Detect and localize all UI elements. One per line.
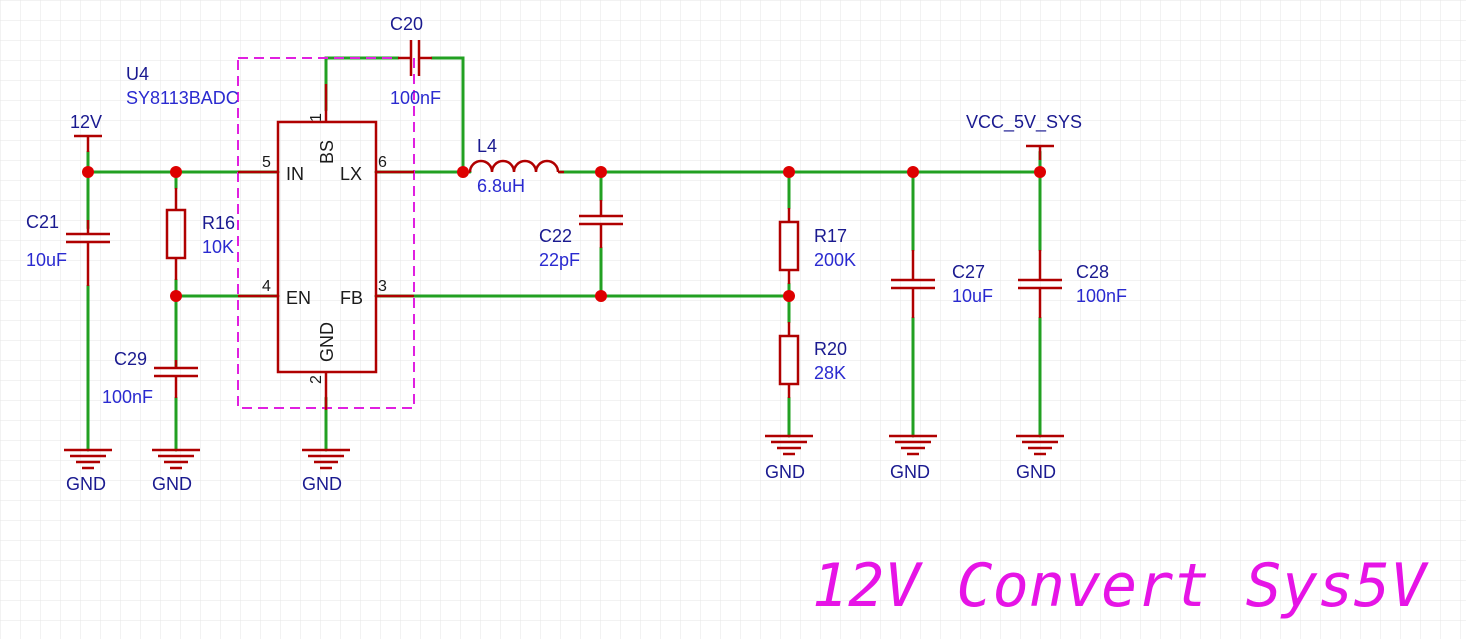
capacitor-c21[interactable]: C21 10uF xyxy=(26,212,110,286)
inductor-l4[interactable]: L4 6.8uH xyxy=(463,136,564,196)
c27-designator: C27 xyxy=(952,262,985,282)
pin-number-en: 4 xyxy=(262,278,271,295)
junction-dot xyxy=(907,166,919,178)
pin-label-in: IN xyxy=(286,164,304,184)
net-label-vcc-5v-sys: VCC_5V_SYS xyxy=(966,112,1082,133)
net-label-12v: 12V xyxy=(70,112,102,132)
pin-label-gnd: GND xyxy=(317,322,337,362)
r20-designator: R20 xyxy=(814,339,847,359)
junction-dot xyxy=(457,166,469,178)
junction-dot xyxy=(595,166,607,178)
pin-label-bs: BS xyxy=(317,140,337,164)
pin-label-fb: FB xyxy=(340,288,363,308)
gnd-label-1: GND xyxy=(66,474,106,494)
r17-designator: R17 xyxy=(814,226,847,246)
ground-symbol-u4[interactable]: GND xyxy=(302,448,350,494)
pin-number-gnd: 2 xyxy=(308,375,325,384)
c29-designator: C29 xyxy=(114,349,147,369)
ground-symbol-c21[interactable]: GND xyxy=(64,448,112,494)
capacitor-c27[interactable]: C27 10uF xyxy=(891,250,993,318)
pin-number-lx: 6 xyxy=(378,154,387,171)
wire-c20-lx xyxy=(430,56,465,174)
pin-label-en: EN xyxy=(286,288,311,308)
ic-u4[interactable]: U4 SY8113BADC IN 5 LX 6 EN 4 FB 3 BS 1 G… xyxy=(126,57,415,410)
ground-symbol-c27[interactable]: GND xyxy=(889,434,937,482)
junction-dot xyxy=(170,166,182,178)
l4-value: 6.8uH xyxy=(477,176,525,196)
capacitor-c20[interactable]: C20 100nF xyxy=(390,14,441,108)
gnd-label-4: GND xyxy=(765,462,805,482)
net-flag-12v[interactable]: 12V xyxy=(70,112,102,152)
ground-symbol-c28[interactable]: GND xyxy=(1016,434,1064,482)
u4-designator: U4 xyxy=(126,64,149,84)
resistor-r16[interactable]: R16 10K xyxy=(165,188,235,280)
gnd-label-5: GND xyxy=(890,462,930,482)
ground-symbol-r20[interactable]: GND xyxy=(765,434,813,482)
c28-designator: C28 xyxy=(1076,262,1109,282)
c29-value: 100nF xyxy=(102,387,153,407)
junction-dot xyxy=(783,166,795,178)
r16-value: 10K xyxy=(202,237,234,257)
r17-value: 200K xyxy=(814,250,856,270)
resistor-r17[interactable]: R17 200K xyxy=(778,208,856,284)
junction-dot xyxy=(82,166,94,178)
pin-number-fb: 3 xyxy=(378,278,387,295)
u4-part-number: SY8113BADC xyxy=(126,88,239,108)
pin-number-in: 5 xyxy=(262,154,271,171)
junction-dot xyxy=(170,290,182,302)
ground-symbol-c29[interactable]: GND xyxy=(152,448,200,494)
c27-value: 10uF xyxy=(952,286,993,306)
r20-value: 28K xyxy=(814,363,846,383)
gnd-label-6: GND xyxy=(1016,462,1056,482)
resistor-r20[interactable]: R20 28K xyxy=(778,322,847,398)
pin-number-bs: 1 xyxy=(308,113,325,122)
c21-designator: C21 xyxy=(26,212,59,232)
c20-designator: C20 xyxy=(390,14,423,34)
junction-dot xyxy=(595,290,607,302)
net-flag-vcc-5v-sys[interactable]: VCC_5V_SYS xyxy=(966,112,1082,160)
c22-value: 22pF xyxy=(539,250,580,270)
c22-designator: C22 xyxy=(539,226,572,246)
c28-value: 100nF xyxy=(1076,286,1127,306)
l4-designator: L4 xyxy=(477,136,497,156)
junction-dot xyxy=(1034,166,1046,178)
capacitor-c29[interactable]: C29 100nF xyxy=(102,349,198,407)
r16-designator: R16 xyxy=(202,213,235,233)
c20-value: 100nF xyxy=(390,88,441,108)
junctions xyxy=(82,166,1046,302)
pin-label-lx: LX xyxy=(340,164,362,184)
capacitor-c28[interactable]: C28 100nF xyxy=(1018,250,1127,318)
gnd-label-3: GND xyxy=(302,474,342,494)
capacitor-c22[interactable]: C22 22pF xyxy=(539,200,623,270)
junction-dot xyxy=(783,290,795,302)
diagram-title: 12V Convert Sys5V xyxy=(812,551,1429,621)
gnd-label-2: GND xyxy=(152,474,192,494)
c21-value: 10uF xyxy=(26,250,67,270)
